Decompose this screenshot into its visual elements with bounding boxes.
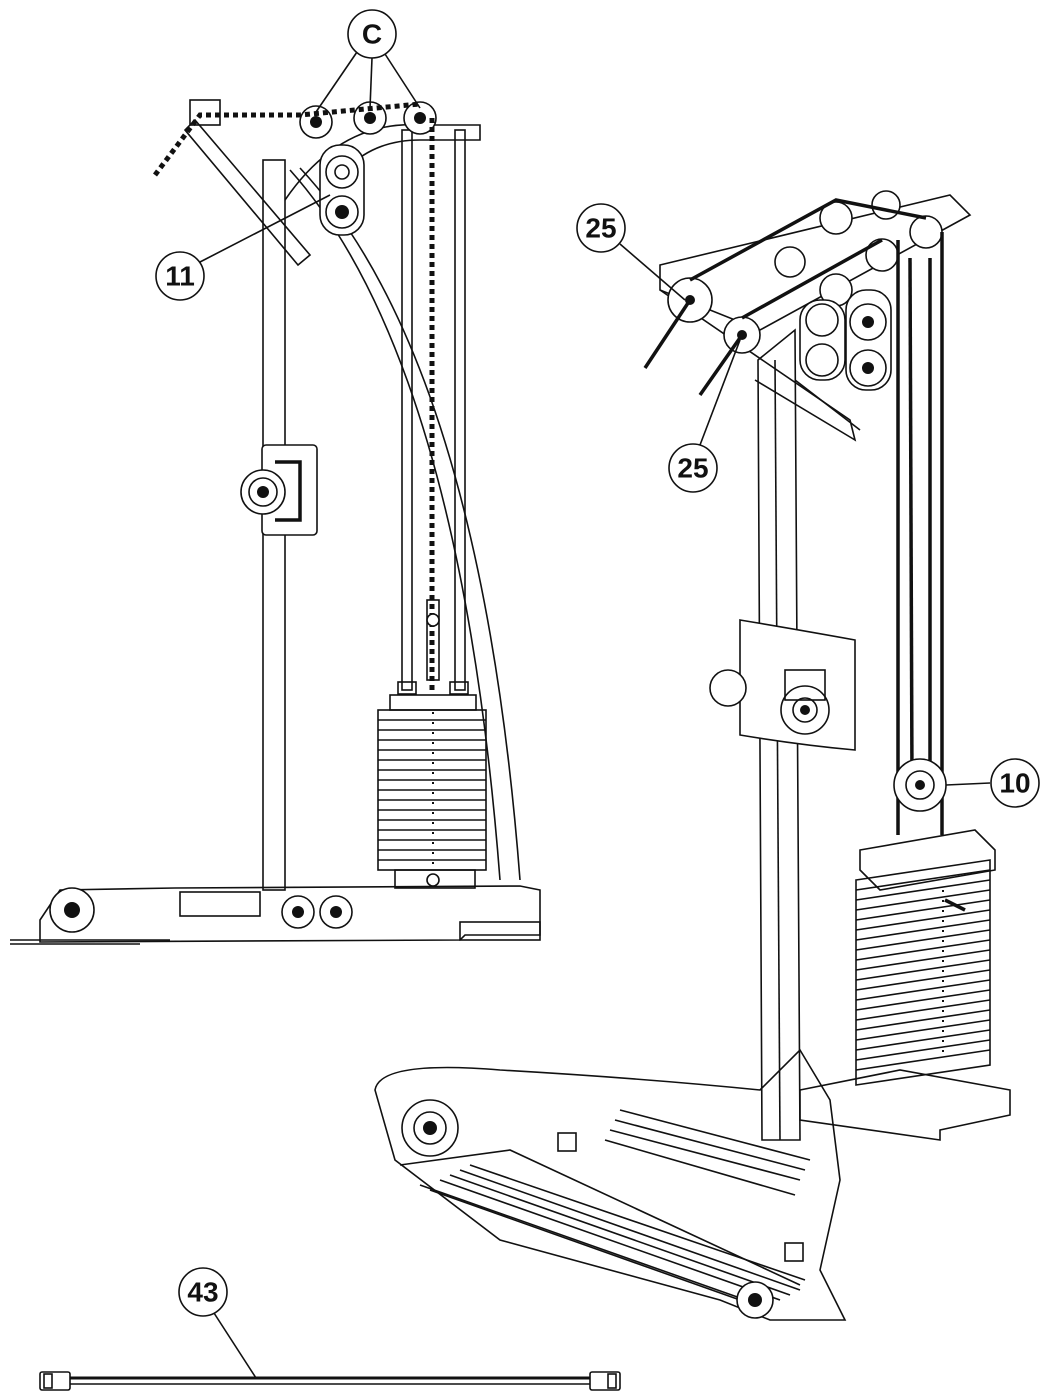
callout-25-top-label: 25 xyxy=(585,213,616,244)
callout-c-label: C xyxy=(362,19,382,50)
callout-10-label: 10 xyxy=(999,768,1030,799)
bar-43 xyxy=(40,1372,620,1390)
callout-part-43: 43 xyxy=(179,1268,256,1378)
callout-11-label: 11 xyxy=(165,261,195,292)
perspective-weight-plates xyxy=(856,870,990,1070)
callout-25-bottom-label: 25 xyxy=(677,453,708,484)
callout-part-25-top: 25 xyxy=(577,204,685,300)
callout-part-25-bottom: 25 xyxy=(669,340,740,492)
callout-43-label: 43 xyxy=(187,1277,218,1308)
perspective-view-machine xyxy=(375,191,1010,1320)
side-view-machine xyxy=(10,100,540,944)
callout-c: C xyxy=(316,10,420,112)
callout-part-10: 10 xyxy=(946,759,1039,807)
